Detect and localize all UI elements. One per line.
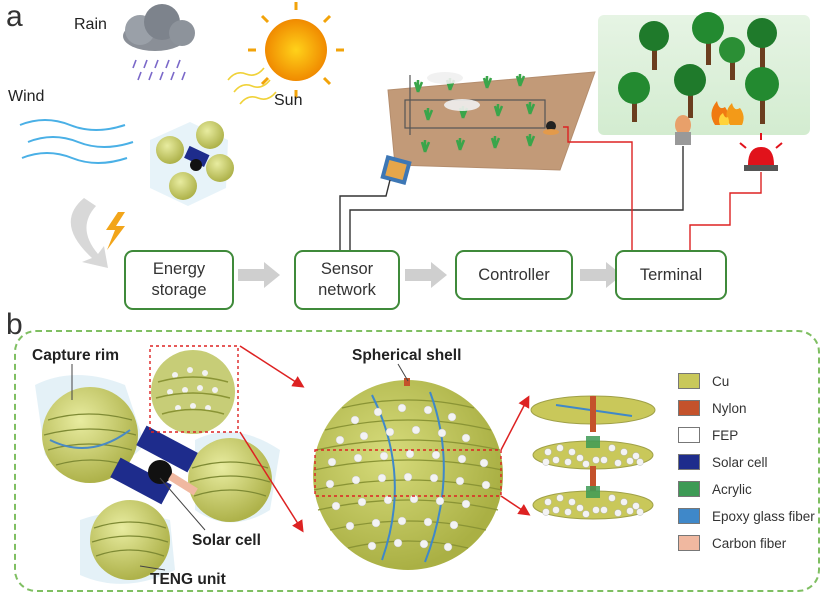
legend-swatch-fep — [678, 427, 700, 443]
flow-arrow-2 — [405, 262, 447, 288]
legend-label-acrylic: Acrylic — [712, 481, 752, 497]
wind-label: Wind — [8, 88, 45, 105]
teng-unit-assembly — [35, 350, 280, 584]
sun-label: Sun — [274, 92, 303, 109]
legend-label-epoxy-glass-fiber: Epoxy glass fiber — [712, 508, 815, 524]
teng-device-small — [150, 121, 234, 206]
sensor-network-line1: Sensor — [320, 260, 374, 279]
legend-item-acrylic: Acrylic — [678, 478, 752, 500]
sensor-network-box: Sensor network — [294, 250, 400, 310]
legend-label-carbon-fiber: Carbon fiber — [712, 535, 787, 551]
legend-item-carbon-fiber: Carbon fiber — [678, 532, 786, 554]
rain-label: Rain — [74, 16, 107, 33]
panel-a-letter: a — [6, 0, 23, 33]
alarm-light-icon — [739, 133, 783, 171]
legend-swatch-solar-cell — [678, 454, 700, 470]
fire-icon — [711, 101, 744, 125]
energy-storage-box: Energy storage — [124, 250, 234, 310]
energy-storage-line2: storage — [151, 281, 207, 299]
terminal-label: Terminal — [639, 265, 703, 284]
controller-box: Controller — [455, 250, 573, 300]
label-pointers — [71, 363, 409, 571]
zoom-region — [149, 345, 239, 433]
sensor-network-line2: network — [318, 281, 376, 299]
panel-b-letter: b — [6, 308, 23, 341]
sensor-device — [380, 155, 412, 185]
cloud-icon — [123, 4, 195, 51]
fire-sensor-icon — [675, 115, 691, 145]
section-arrow-lower — [500, 495, 531, 516]
rain-drops-icon — [132, 59, 186, 81]
exploded-layers — [530, 395, 656, 520]
cross-section-region — [314, 449, 502, 497]
legend-label-nylon: Nylon — [712, 400, 747, 416]
legend-swatch-carbon-fiber — [678, 535, 700, 551]
flow-arrow-1 — [238, 262, 280, 288]
legend-swatch-acrylic — [678, 481, 700, 497]
legend-label-solar-cell: Solar cell — [712, 454, 768, 470]
legend-item-fep: FEP — [678, 424, 738, 446]
panel-b-frame — [14, 330, 820, 592]
legend-swatch-cu — [678, 373, 700, 389]
solar-cell-label: Solar cell — [192, 532, 261, 549]
legend-swatch-nylon — [678, 400, 700, 416]
controller-label: Controller — [478, 265, 550, 284]
legend-item-solar-cell: Solar cell — [678, 451, 768, 473]
legend-item-nylon: Nylon — [678, 397, 747, 419]
crop-field — [387, 71, 596, 171]
wires — [339, 126, 762, 256]
wind-icon — [19, 119, 134, 164]
lightning-icon — [106, 212, 125, 250]
legend-item-cu: Cu — [678, 370, 729, 392]
forest — [598, 12, 810, 135]
energy-storage-line1: Energy — [152, 260, 206, 279]
teng-unit-label: TENG unit — [150, 571, 226, 588]
energy-swirl-arrow — [70, 198, 108, 268]
flow-arrows — [238, 262, 622, 288]
terminal-box: Terminal — [615, 250, 727, 300]
spherical-shell-label: Spherical shell — [352, 347, 462, 364]
legend-item-epoxy-glass-fiber: Epoxy glass fiber — [678, 505, 815, 527]
spherical-shell-sphere — [313, 378, 503, 570]
capture-rim-label: Capture rim — [32, 347, 119, 364]
legend-swatch-epoxy-glass-fiber — [678, 508, 700, 524]
legend-label-cu: Cu — [712, 373, 730, 389]
sun-icon — [248, 2, 344, 98]
zoom-arrow-upper — [239, 345, 305, 388]
zoom-arrow-lower — [239, 431, 304, 533]
sunlight-rays-icon — [227, 67, 277, 105]
section-arrow-upper — [500, 395, 530, 451]
legend-label-fep: FEP — [712, 427, 739, 443]
flow-arrow-3 — [580, 262, 622, 288]
